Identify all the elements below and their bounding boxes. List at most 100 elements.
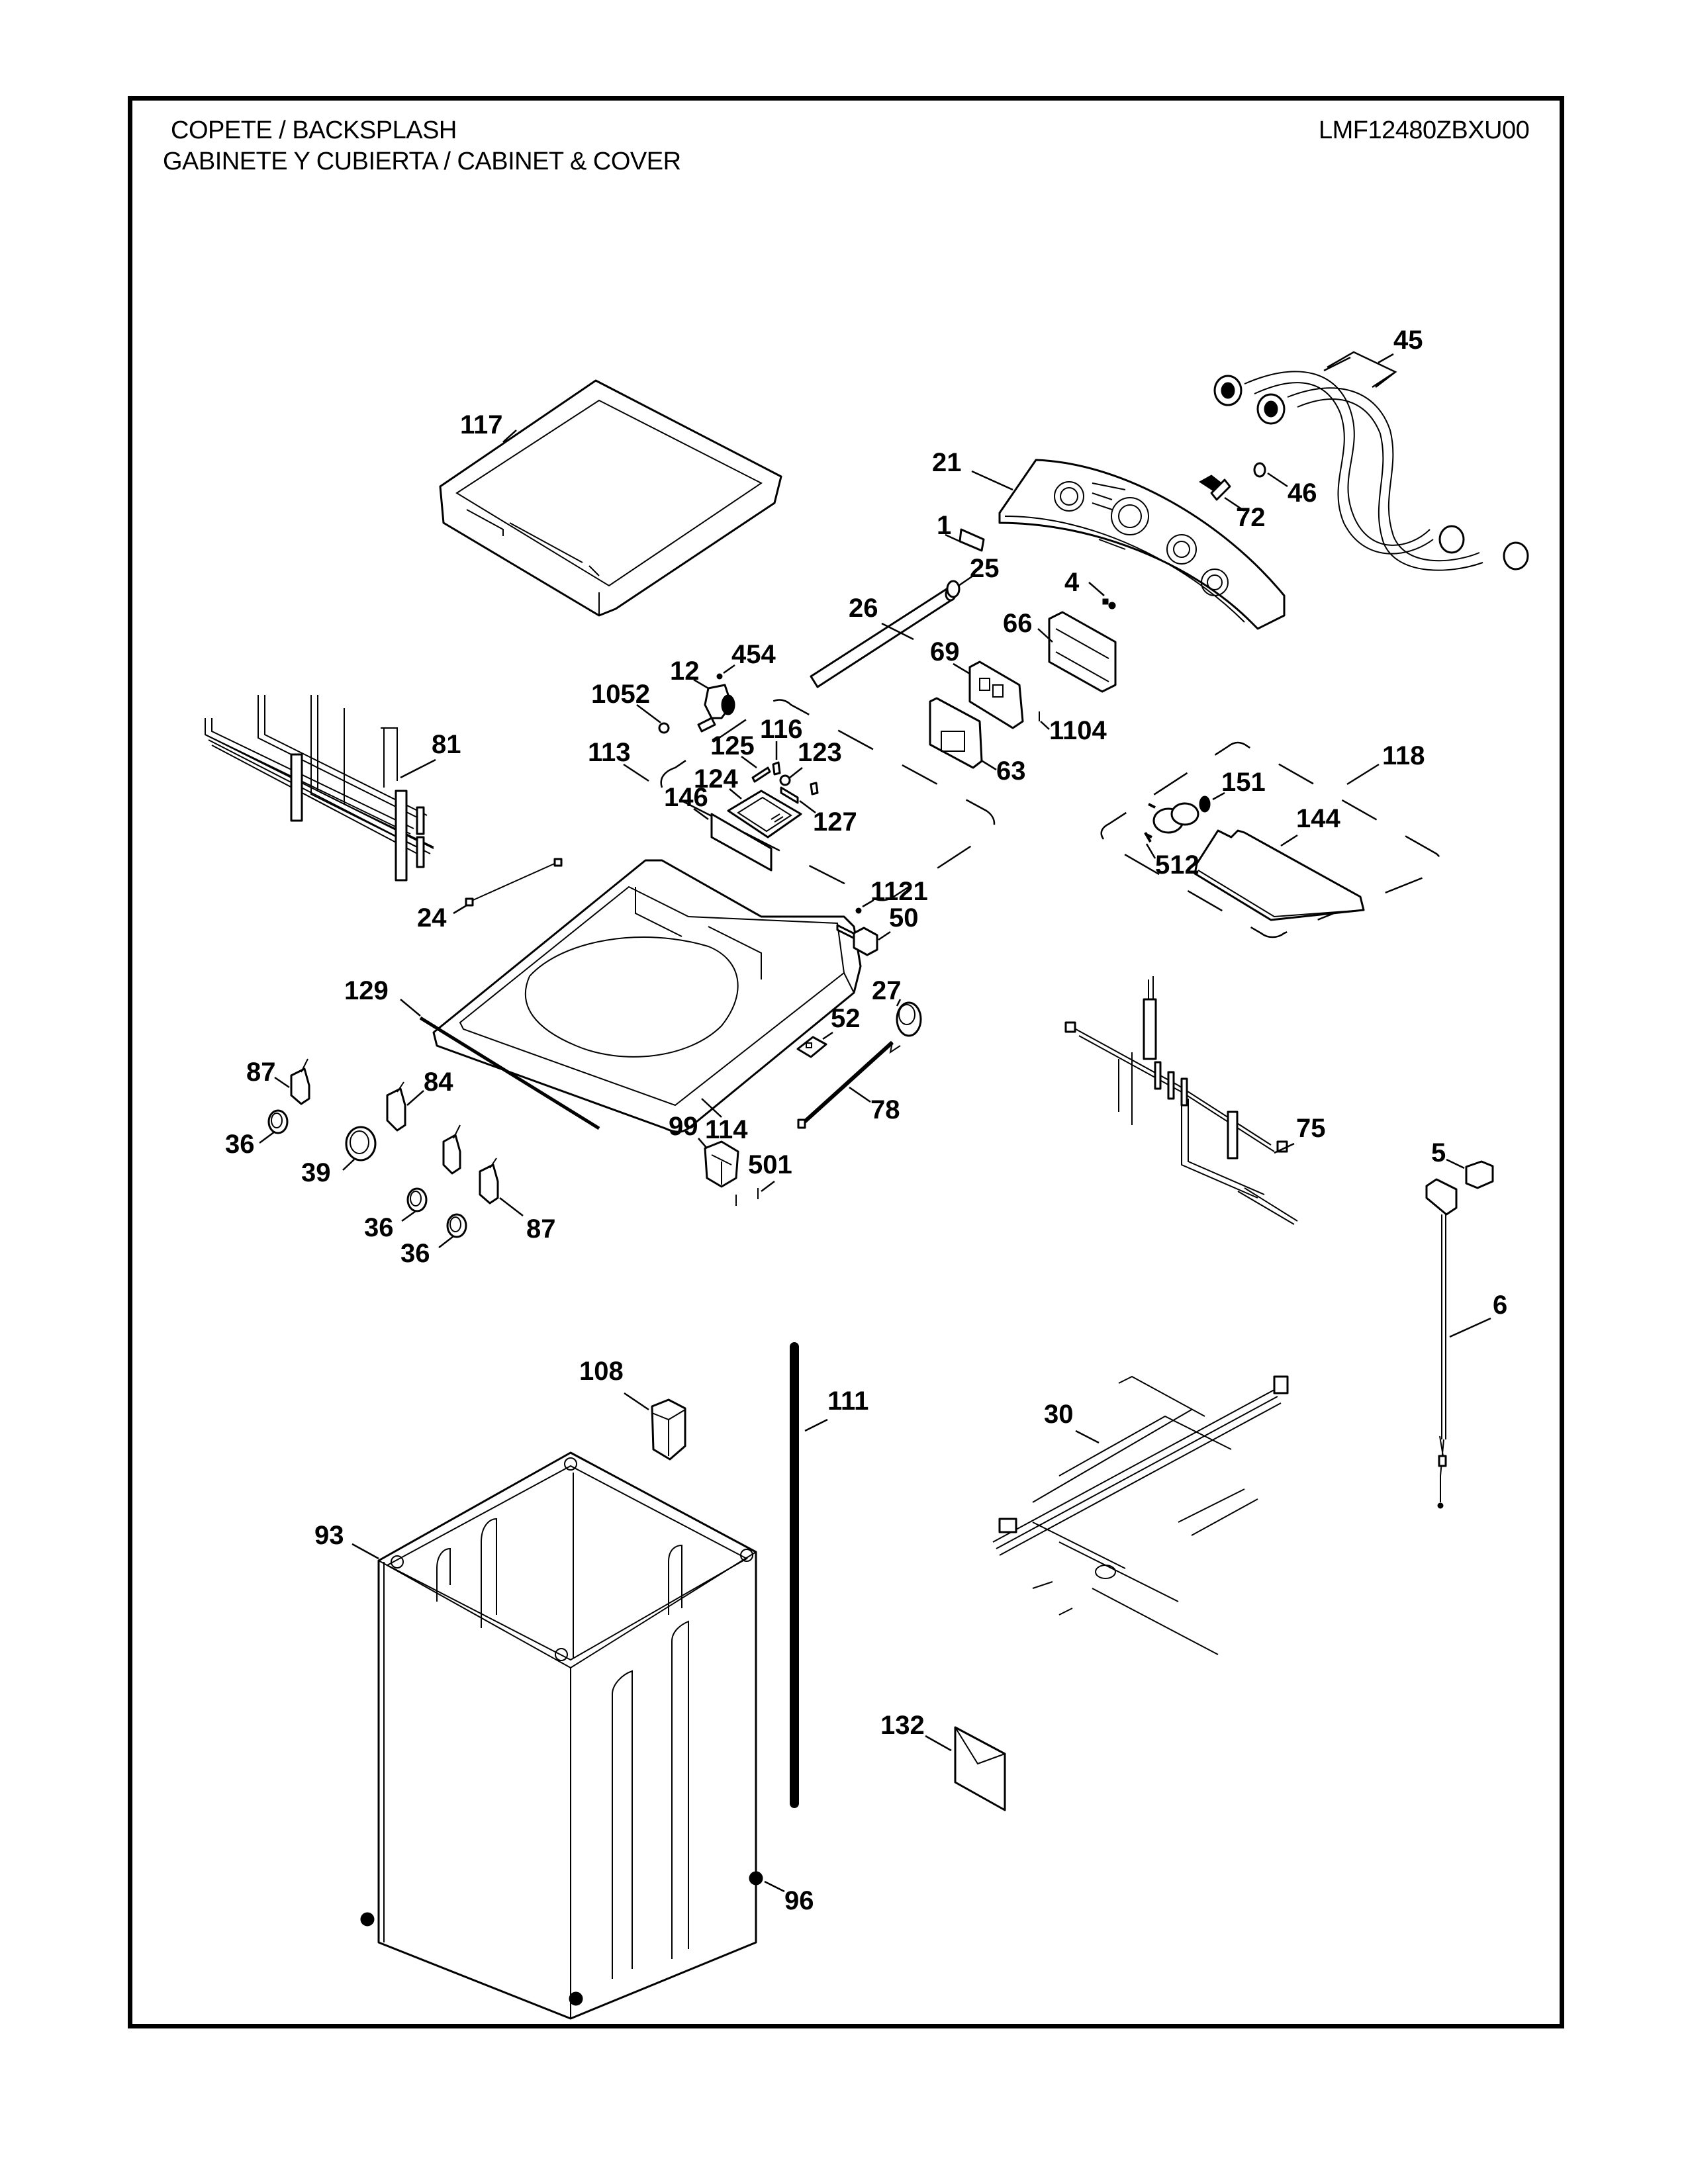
- label-99: 99: [669, 1112, 698, 1141]
- label-30: 30: [1044, 1400, 1074, 1429]
- label-96: 96: [784, 1886, 814, 1915]
- label-93: 93: [314, 1521, 344, 1550]
- label-78: 78: [870, 1095, 900, 1124]
- label-75: 75: [1296, 1114, 1326, 1143]
- part-12-valve[interactable]: [697, 684, 735, 733]
- part-108-cord-holder[interactable]: [651, 1398, 686, 1461]
- part-45-inlet-hoses[interactable]: [1213, 371, 1529, 571]
- label-123: 123: [798, 738, 842, 767]
- part-63-pcb-cover[interactable]: [929, 697, 983, 769]
- part-36-knob-b[interactable]: [406, 1187, 428, 1212]
- part-87-potentiometer-b[interactable]: [442, 1124, 461, 1175]
- part-127-lever[interactable]: [780, 782, 819, 804]
- part-123-cap[interactable]: [779, 774, 791, 786]
- part-27-pressure-switch[interactable]: [896, 1001, 922, 1037]
- label-116: 116: [760, 715, 803, 744]
- label-36-b: 36: [364, 1213, 394, 1242]
- label-146: 146: [664, 783, 708, 812]
- part-1-logo-badge[interactable]: [959, 528, 985, 552]
- part-30-harness[interactable]: [992, 1375, 1289, 1655]
- label-39: 39: [301, 1158, 331, 1187]
- label-151: 151: [1221, 768, 1266, 797]
- label-84: 84: [424, 1068, 453, 1097]
- label-127: 127: [813, 807, 857, 837]
- label-21: 21: [932, 448, 962, 477]
- label-118: 118: [1382, 741, 1425, 770]
- part-72-button-set[interactable]: [1199, 475, 1231, 501]
- label-81: 81: [432, 730, 461, 759]
- label-50: 50: [889, 903, 919, 933]
- label-5: 5: [1431, 1138, 1446, 1167]
- part-6-power-cord[interactable]: [1425, 1178, 1458, 1509]
- part-25-hose-clamp[interactable]: [946, 580, 961, 598]
- label-1052: 1052: [591, 680, 650, 709]
- part-36-knob-c[interactable]: [446, 1213, 467, 1238]
- part-4-screws[interactable]: [1102, 598, 1116, 610]
- label-6: 6: [1493, 1291, 1507, 1320]
- part-93-cabinet[interactable]: [377, 1451, 757, 2020]
- part-117-top-lid[interactable]: [439, 379, 782, 617]
- label-87-a: 87: [246, 1058, 276, 1087]
- part-501-screw[interactable]: [735, 1188, 759, 1206]
- part-78-pressure-tube[interactable]: [797, 1040, 901, 1129]
- part-69-pcb[interactable]: [968, 660, 1024, 729]
- part-87-potentiometer-a[interactable]: [290, 1058, 310, 1105]
- label-36-a: 36: [225, 1130, 255, 1159]
- part-52-lock-plate[interactable]: [796, 1036, 827, 1058]
- label-132: 132: [880, 1711, 925, 1740]
- part-96-leveling-foot[interactable]: [360, 1871, 763, 2006]
- label-144: 144: [1296, 804, 1340, 833]
- part-129-seal-strip[interactable]: [419, 1016, 600, 1130]
- label-25: 25: [970, 554, 1000, 583]
- label-72: 72: [1236, 503, 1266, 532]
- part-116-clip[interactable]: [772, 761, 781, 776]
- part-144-valve-bracket[interactable]: [1194, 829, 1365, 921]
- part-66-bracket[interactable]: [1048, 611, 1117, 693]
- label-46: 46: [1288, 478, 1317, 508]
- part-132-manual-envelope[interactable]: [954, 1726, 1006, 1811]
- part-1052-clip[interactable]: [658, 722, 670, 734]
- part-75-main-harness[interactable]: [1064, 976, 1298, 1225]
- label-113: 113: [588, 738, 631, 767]
- model-number: LMF12480ZBXU00: [1319, 116, 1530, 144]
- label-512: 512: [1155, 850, 1199, 880]
- label-63: 63: [996, 756, 1026, 786]
- boundary-113: [660, 699, 996, 901]
- label-111: 111: [827, 1387, 868, 1416]
- part-124-dispenser-drawer[interactable]: [727, 790, 802, 839]
- part-114-top-cover[interactable]: [432, 859, 862, 1133]
- boundary-118: [1100, 741, 1442, 938]
- label-1104: 1104: [1049, 716, 1107, 745]
- part-512-screws[interactable]: [1144, 832, 1152, 842]
- diagram-frame: [128, 96, 1564, 2028]
- label-69: 69: [930, 637, 960, 666]
- title-cabinet-cover: GABINETE Y CUBIERTA / CABINET & COVER: [163, 148, 681, 175]
- part-125-spring[interactable]: [751, 766, 771, 783]
- part-39-main-knob[interactable]: [345, 1126, 377, 1161]
- part-1121-screw[interactable]: [855, 907, 862, 914]
- part-454-screw[interactable]: [716, 673, 723, 680]
- label-24: 24: [417, 903, 447, 933]
- part-5-plug-adapter[interactable]: [1465, 1160, 1494, 1189]
- part-36-knob-a[interactable]: [267, 1109, 289, 1134]
- label-12: 12: [670, 657, 700, 686]
- part-99-terminal-block[interactable]: [704, 1140, 739, 1188]
- part-146-drawer-panel[interactable]: [710, 813, 773, 872]
- label-26: 26: [849, 594, 878, 623]
- label-454: 454: [731, 640, 776, 669]
- label-125: 125: [710, 731, 755, 760]
- label-27: 27: [872, 976, 902, 1005]
- label-108: 108: [579, 1357, 624, 1386]
- part-50-lid-switch[interactable]: [836, 924, 878, 956]
- part-84-selector-switch[interactable]: [386, 1081, 406, 1132]
- part-81-wire-harness[interactable]: [205, 695, 434, 882]
- part-46-knob-cap[interactable]: [1253, 462, 1266, 478]
- label-87-b: 87: [526, 1214, 556, 1244]
- label-66: 66: [1003, 609, 1033, 638]
- part-87-potentiometer-c[interactable]: [479, 1158, 499, 1205]
- label-501: 501: [748, 1150, 792, 1179]
- part-24-wire[interactable]: [465, 858, 563, 907]
- part-21-backsplash[interactable]: [998, 459, 1286, 630]
- part-151-inlet-valve[interactable]: [1145, 796, 1211, 839]
